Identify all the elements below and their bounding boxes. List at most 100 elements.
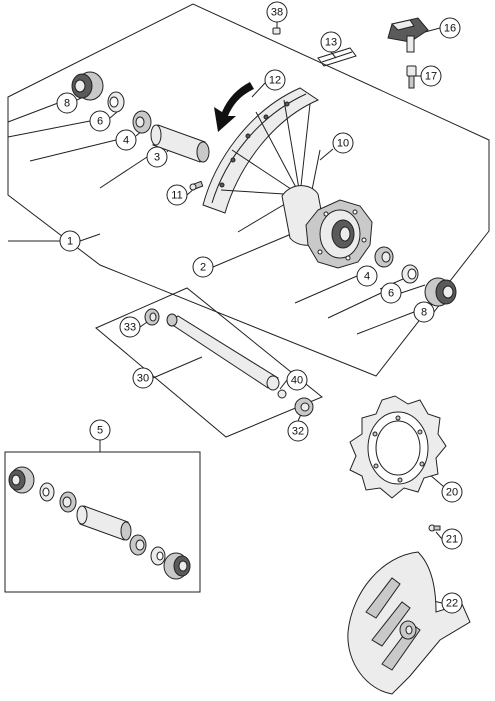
callout-c6b: 6 <box>380 282 402 304</box>
valve-cap-38 <box>272 27 281 35</box>
callout-c20: 20 <box>441 481 463 503</box>
callout-c13: 13 <box>320 31 342 53</box>
callout-number: 5 <box>97 425 103 437</box>
callout-circle <box>287 420 309 442</box>
spacer-sleeve-3 <box>150 124 210 163</box>
bearing-4-right <box>374 246 394 268</box>
callout-c12: 12 <box>264 69 286 91</box>
callout-c33: 33 <box>119 316 141 338</box>
collar-33 <box>144 308 160 326</box>
callout-circle <box>441 592 463 614</box>
callout-number: 10 <box>337 138 349 150</box>
callout-number: 32 <box>292 426 304 438</box>
callout-number: 22 <box>446 598 458 610</box>
callout-c38: 38 <box>266 1 288 23</box>
callout-number: 40 <box>291 375 303 387</box>
callout-number: 3 <box>154 152 160 164</box>
callout-circle <box>439 17 461 39</box>
callout-number: 11 <box>171 190 182 202</box>
nut-17 <box>406 65 417 89</box>
hub-2 <box>281 185 373 269</box>
callout-c17: 17 <box>420 65 442 87</box>
callout-circle <box>320 31 342 53</box>
disc-guard-22 <box>347 551 471 695</box>
callout-circle <box>132 367 154 389</box>
callout-c8b: 8 <box>413 301 435 323</box>
callout-circle <box>413 301 435 323</box>
callout-c40: 40 <box>286 369 308 391</box>
axle-set-frame <box>95 287 323 438</box>
callout-c6a: 6 <box>89 110 111 132</box>
callout-circle <box>56 92 78 114</box>
callout-circle <box>59 230 81 252</box>
callout-circle <box>266 1 288 23</box>
callout-number: 2 <box>200 262 206 274</box>
screw-21 <box>428 524 441 532</box>
seal-ring-8-right <box>424 277 457 307</box>
axle-30 <box>166 313 280 391</box>
callout-number: 16 <box>444 23 456 35</box>
callout-circle <box>166 184 188 206</box>
callout-number: 6 <box>388 288 394 300</box>
nut-32 <box>294 397 314 417</box>
callout-circle <box>119 316 141 338</box>
callout-c32: 32 <box>287 420 309 442</box>
callout-number: 4 <box>123 135 129 147</box>
callout-c21: 21 <box>441 528 463 550</box>
callout-circle <box>115 129 137 151</box>
callout-number: 12 <box>269 75 281 87</box>
rim-12 <box>202 87 320 214</box>
callout-c8a: 8 <box>56 92 78 114</box>
callout-number: 4 <box>364 271 370 283</box>
callout-number: 17 <box>425 71 437 83</box>
bearing-kit-frame <box>4 451 201 593</box>
callout-c5: 5 <box>89 419 111 441</box>
callout-c16: 16 <box>439 17 461 39</box>
callout-number: 33 <box>124 322 136 334</box>
washer-40 <box>277 389 287 399</box>
callout-circle <box>356 265 378 287</box>
callout-number: 1 <box>67 236 73 248</box>
callout-c4a: 4 <box>115 129 137 151</box>
bearing-kit-5-parts <box>8 466 191 580</box>
callout-c2: 2 <box>192 256 214 278</box>
screw-11 <box>189 180 204 191</box>
callout-circle <box>420 65 442 87</box>
callout-circle <box>441 528 463 550</box>
callout-c10: 10 <box>332 132 354 154</box>
callout-circle <box>332 132 354 154</box>
callout-circle <box>286 369 308 391</box>
callout-circle <box>192 256 214 278</box>
brake-disc-20 <box>349 395 447 499</box>
callout-circle <box>89 419 111 441</box>
callout-circle <box>89 110 111 132</box>
callout-c30: 30 <box>132 367 154 389</box>
callout-number: 8 <box>64 98 70 110</box>
callout-c4b: 4 <box>356 265 378 287</box>
callout-c11: 11 <box>166 184 188 206</box>
spacer-ring-6-left <box>107 91 125 113</box>
callout-circle <box>264 69 286 91</box>
callout-number: 6 <box>97 116 103 128</box>
callout-number: 38 <box>271 7 283 19</box>
rim-tape-13 <box>317 47 357 67</box>
callout-circle <box>146 146 168 168</box>
callout-c3: 3 <box>146 146 168 168</box>
spacer-ring-6-right <box>401 264 419 284</box>
rim-lock-16 <box>387 17 429 53</box>
callout-number: 21 <box>446 534 458 546</box>
callout-number: 13 <box>325 37 337 49</box>
wheel-assembly-frame <box>7 3 490 377</box>
callout-circle <box>380 282 402 304</box>
seal-ring-8-left <box>71 71 104 101</box>
rotation-arrow <box>214 82 254 132</box>
leader-lines <box>7 22 451 604</box>
callout-number: 8 <box>421 307 427 319</box>
callout-c1: 1 <box>59 230 81 252</box>
callout-circle <box>441 481 463 503</box>
callout-number: 30 <box>137 373 149 385</box>
callout-c22: 22 <box>441 592 463 614</box>
bearing-4-left <box>132 110 152 134</box>
